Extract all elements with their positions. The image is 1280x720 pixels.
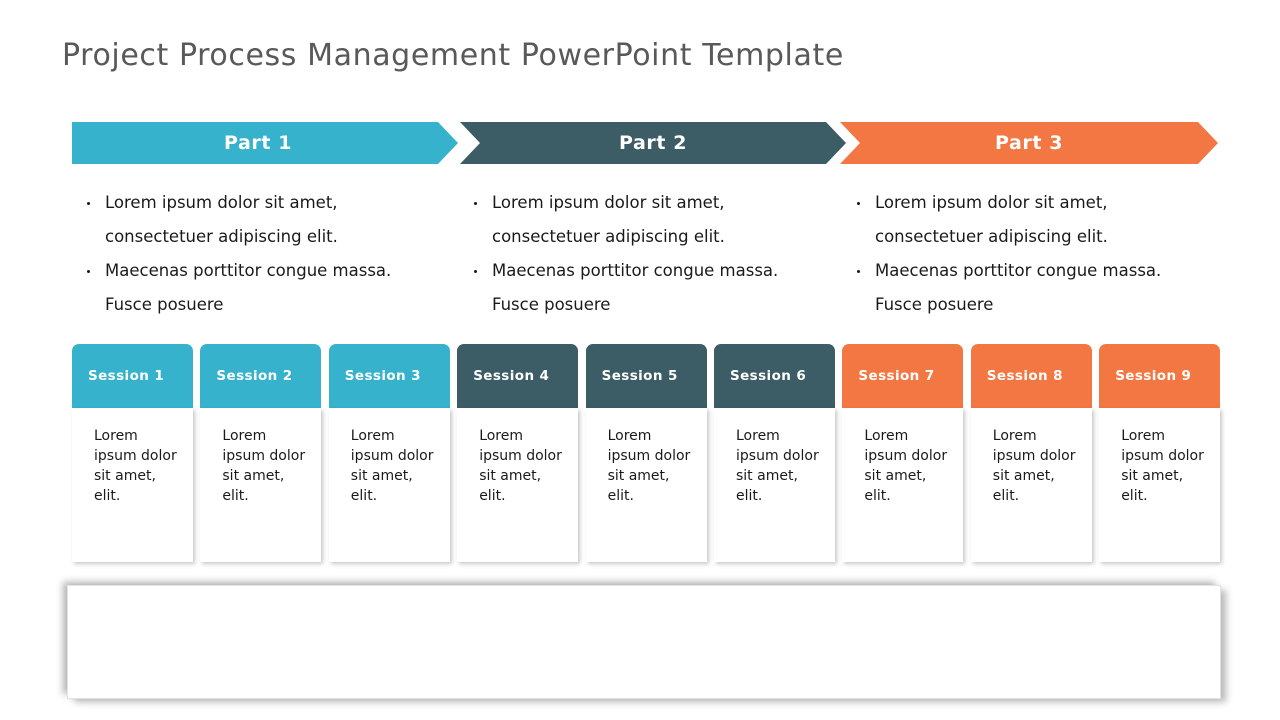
session-card-label: Session 9	[1115, 368, 1192, 384]
session-card-body: Lorem ipsum dolor sit amet, elit.	[72, 408, 193, 562]
bullet-item: Maecenas porttitor congue massa. Fusce p…	[77, 254, 469, 322]
bullet-item: Maecenas porttitor congue massa. Fusce p…	[464, 254, 856, 322]
bullet-item: Lorem ipsum dolor sit amet, consectetuer…	[77, 186, 469, 254]
session-card-header: Session 7	[842, 344, 964, 408]
bullet-line-2: consectetuer adipiscing elit.	[105, 227, 338, 246]
session-card-header: Session 4	[457, 344, 579, 408]
bullet-line-2: consectetuer adipiscing elit.	[875, 227, 1108, 246]
session-card[interactable]: Session 9 Lorem ipsum dolor sit amet, eli…	[1099, 344, 1221, 562]
session-card-header: Session 2	[200, 344, 322, 408]
session-card-label: Session 6	[730, 368, 807, 384]
session-card-body: Lorem ipsum dolor sit amet, elit.	[714, 408, 835, 562]
session-card[interactable]: Session 6 Lorem ipsum dolor sit amet, eli…	[714, 344, 835, 562]
bullet-line-1: Lorem ipsum dolor sit amet,	[105, 193, 338, 212]
session-card-label: Session 3	[344, 368, 421, 384]
phase-label: Part 1	[223, 132, 293, 154]
session-card-label: Session 5	[601, 368, 678, 384]
phase-chevron-part-2[interactable]: Part 2	[460, 122, 846, 164]
bullet-line-1: Lorem ipsum dolor sit amet,	[492, 193, 725, 212]
session-card-body: Lorem ipsum dolor sit amet, elit.	[585, 408, 707, 562]
session-card-header: Session 1	[72, 344, 193, 408]
phase-label: Part 2	[618, 132, 688, 154]
session-card-body: Lorem ipsum dolor sit amet, elit.	[842, 408, 964, 562]
bullet-line-1: Lorem ipsum dolor sit amet,	[875, 193, 1108, 212]
bullet-line-2: consectetuer adipiscing elit.	[492, 227, 725, 246]
session-cards-row: Session 1 Lorem ipsum dolor sit amet, eli…	[72, 344, 1222, 564]
session-card[interactable]: Session 8 Lorem ipsum dolor sit amet, eli…	[970, 344, 1092, 562]
session-card-header: Session 8	[970, 344, 1092, 408]
bullet-column-3: Lorem ipsum dolor sit amet, consectetuer…	[847, 186, 1239, 322]
session-card[interactable]: Session 7 Lorem ipsum dolor sit amet, eli…	[842, 344, 964, 562]
bullet-item: Lorem ipsum dolor sit amet, consectetuer…	[847, 186, 1239, 254]
page-title: Project Process Management PowerPoint Te…	[62, 38, 844, 73]
session-card[interactable]: Session 1 Lorem ipsum dolor sit amet, eli…	[72, 344, 193, 562]
bullet-line-1: Maecenas porttitor congue massa.	[492, 261, 779, 280]
session-card-body: Lorem ipsum dolor sit amet, elit.	[200, 408, 322, 562]
session-card[interactable]: Session 5 Lorem ipsum dolor sit amet, eli…	[585, 344, 707, 562]
session-card-label: Session 7	[858, 368, 935, 384]
bullet-item: Lorem ipsum dolor sit amet, consectetuer…	[464, 186, 856, 254]
session-card-header: Session 6	[714, 344, 835, 408]
session-card[interactable]: Session 2 Lorem ipsum dolor sit amet, eli…	[200, 344, 322, 562]
phase-chevron-part-3[interactable]: Part 3	[840, 122, 1218, 164]
session-card-body: Lorem ipsum dolor sit amet, elit.	[1099, 408, 1221, 562]
bullet-line-1: Maecenas porttitor congue massa.	[105, 261, 392, 280]
phase-label: Part 3	[994, 132, 1064, 154]
bullet-column-2: Lorem ipsum dolor sit amet, consectetuer…	[464, 186, 856, 322]
session-card-label: Session 1	[88, 368, 165, 384]
bullet-line-1: Maecenas porttitor congue massa.	[875, 261, 1162, 280]
session-card-header: Session 3	[328, 344, 450, 408]
session-card-label: Session 2	[216, 368, 293, 384]
session-card-header: Session 9	[1099, 344, 1221, 408]
session-card-label: Session 4	[473, 368, 550, 384]
bottom-content-placeholder[interactable]	[68, 586, 1220, 698]
bullet-item: Maecenas porttitor congue massa. Fusce p…	[847, 254, 1239, 322]
session-card[interactable]: Session 4 Lorem ipsum dolor sit amet, eli…	[457, 344, 579, 562]
bullet-column-1: Lorem ipsum dolor sit amet, consectetuer…	[77, 186, 469, 322]
session-card-label: Session 8	[986, 368, 1063, 384]
session-card[interactable]: Session 3 Lorem ipsum dolor sit amet, eli…	[328, 344, 450, 562]
bullet-line-2: Fusce posuere	[875, 295, 994, 314]
bullet-line-2: Fusce posuere	[492, 295, 611, 314]
session-card-body: Lorem ipsum dolor sit amet, elit.	[457, 408, 579, 562]
session-card-body: Lorem ipsum dolor sit amet, elit.	[328, 408, 450, 562]
phase-chevron-row: Part 1 Part 2 Part 3	[72, 122, 1218, 164]
bullet-columns: Lorem ipsum dolor sit amet, consectetuer…	[72, 186, 1232, 318]
bullet-line-2: Fusce posuere	[105, 295, 224, 314]
session-card-header: Session 5	[585, 344, 707, 408]
session-card-body: Lorem ipsum dolor sit amet, elit.	[970, 408, 1092, 562]
phase-chevron-part-1[interactable]: Part 1	[72, 122, 458, 164]
